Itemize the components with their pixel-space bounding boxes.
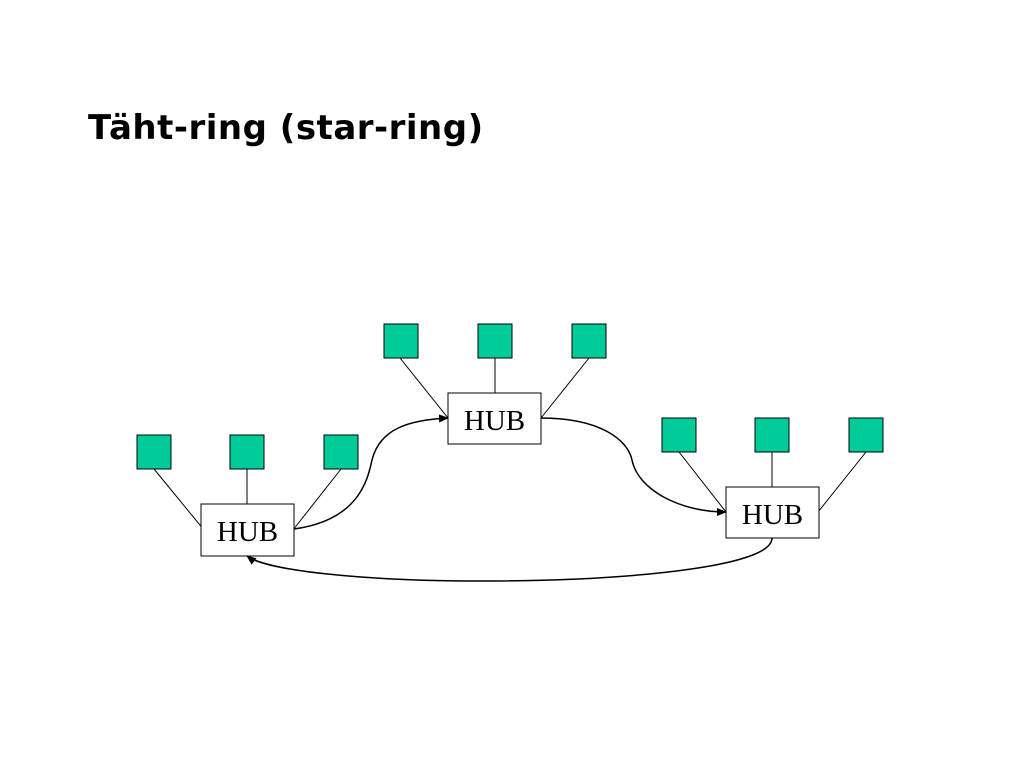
hub-left: HUB [200, 503, 295, 557]
workstation-node [661, 417, 697, 453]
workstation-node [754, 417, 790, 453]
center-cluster: HUB [383, 323, 607, 445]
hub-label: HUB [464, 405, 525, 437]
workstation-node [323, 434, 359, 470]
workstation-node [848, 417, 884, 453]
workstation-node [477, 323, 513, 359]
hub-box [200, 503, 295, 557]
right-cluster: HUB [661, 417, 884, 539]
workstation-node [383, 323, 419, 359]
slide-title: Täht-ring (star-ring) [88, 108, 484, 148]
ring-arrow-right-to-left [246, 537, 773, 582]
workstation-node [229, 434, 265, 470]
ring-arrow-left-to-center [293, 414, 449, 530]
link-line [292, 468, 342, 531]
link-line [540, 357, 590, 419]
link-line [153, 468, 205, 531]
workstation-node [136, 434, 172, 470]
hub-center: HUB [447, 392, 542, 445]
link-line [817, 451, 867, 513]
hub-label: HUB [217, 516, 278, 548]
hub-label: HUB [742, 499, 803, 531]
ring-arrow-center-to-right [540, 417, 727, 516]
workstation-node [571, 323, 607, 359]
link-line [678, 451, 727, 513]
hub-right: HUB [725, 486, 820, 539]
hub-box [725, 486, 820, 539]
link-line [399, 357, 449, 419]
left-cluster: HUB [136, 434, 359, 557]
